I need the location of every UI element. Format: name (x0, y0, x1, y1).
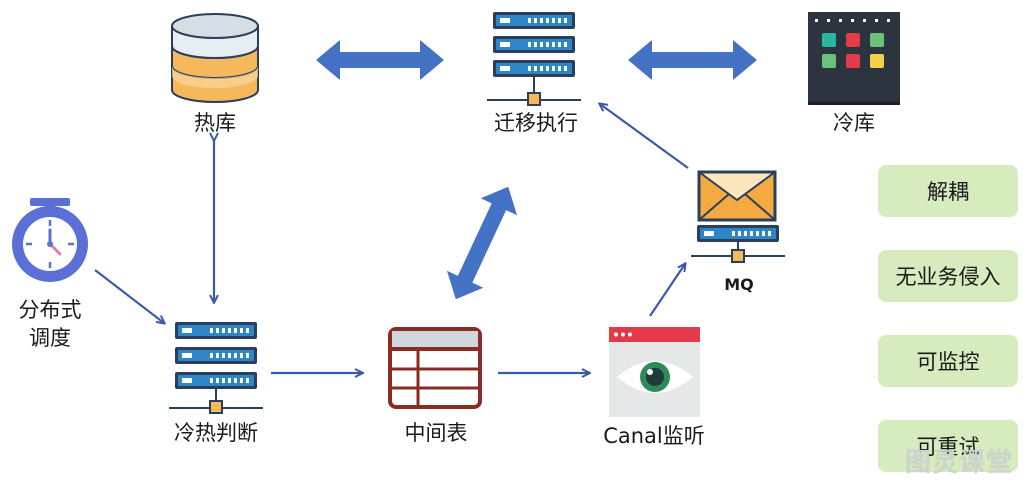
table-icon (388, 327, 482, 409)
arrow-mq-to-migration (600, 104, 689, 169)
double-arrow-migration-cold (628, 40, 757, 80)
hot-store-label: 热库 (194, 111, 236, 135)
server-icon (169, 322, 263, 414)
canal-label: Canal监听 (603, 424, 705, 448)
middle-table-label: 中间表 (405, 421, 468, 445)
eye-monitor-icon (609, 327, 700, 417)
arrow-canal-to-mq (649, 264, 685, 317)
feature-retryable: 可重试 (878, 420, 1018, 472)
envelope-icon (697, 170, 777, 222)
arrow-scheduler-to-judge (94, 269, 164, 323)
server-icon (691, 225, 785, 263)
database-icon (171, 13, 259, 103)
migration-label: 迁移执行 (494, 111, 578, 135)
stopwatch-icon (12, 198, 88, 282)
feature-non-intrusive: 无业务侵入 (878, 250, 1018, 302)
feature-decoupling: 解耦 (878, 165, 1018, 217)
judge-label: 冷热判断 (174, 421, 258, 445)
server-icon (487, 12, 581, 106)
cold-storage-icon (808, 12, 900, 105)
double-arrow-hot-migration (316, 40, 444, 80)
feature-monitorable: 可监控 (878, 335, 1018, 387)
double-arrow-middle-migration (446, 186, 518, 300)
scheduler-label-line2: 调度 (29, 326, 71, 350)
scheduler-label-line1: 分布式 (19, 298, 82, 322)
cold-store-label: 冷库 (833, 111, 875, 135)
watermark: 图灵课堂 (905, 448, 1014, 478)
mq-label: MQ (724, 275, 754, 294)
